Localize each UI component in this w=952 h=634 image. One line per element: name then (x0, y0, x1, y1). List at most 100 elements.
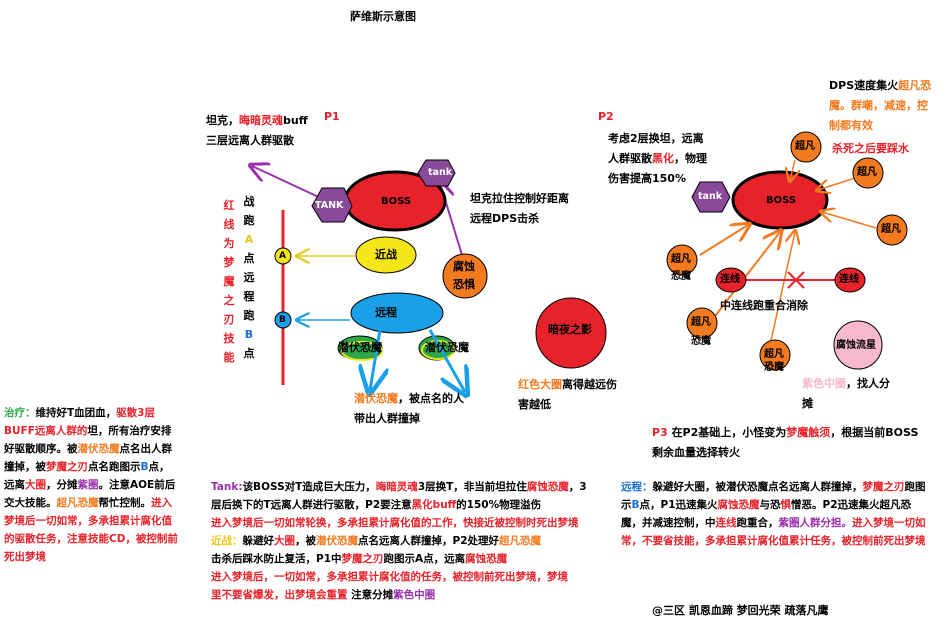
text-segment: 的驱散任务，注意技能CD，被控制前 (4, 533, 178, 545)
text-segment: B (140, 461, 149, 473)
text-segment: 帮忙控制。 (98, 497, 152, 509)
text-segment: 潜伏恐魔 (316, 535, 358, 547)
text-segment: 梦魔之刃 (862, 481, 905, 493)
chao-2-label: 超凡 (857, 167, 877, 178)
p2-tank-label: tank (698, 191, 723, 202)
tank-pull-note-1: 坦克拉住控制好距离 (470, 192, 569, 205)
text-segment: 点名跑图示 (88, 461, 141, 473)
ranged-block: 远程：躲避好大圈，被潜伏恐魔点名远离人群撞掉，梦魔之刃跑图示B点，P1迅速集火腐… (621, 478, 951, 550)
text-segment: 紫圈 (77, 479, 99, 491)
chao-6 (759, 339, 791, 371)
text-segment: 躲避好 (242, 535, 275, 547)
marker-b-label: B (279, 315, 286, 325)
text-segment: 梦境后一切如常，多承担累计腐化值 (4, 515, 172, 527)
p2-tank-hex (691, 181, 731, 213)
text-segment: 交大技能。 (4, 497, 57, 509)
text-segment: 跑图示A点，远离 (383, 553, 466, 565)
text-segment: 跑重合， (736, 517, 779, 529)
link-right-label: 连线 (839, 274, 859, 285)
text-segment: 梦魔之刃 (341, 553, 384, 565)
lurker-right-label: 潜伏恐魔 (425, 341, 469, 354)
text-segment: 腐蚀恐魔 (526, 481, 569, 493)
lurker-left-label: 潜伏恐魔 (338, 341, 382, 354)
text-segment: 里不要省爆发，出梦境会重置 (211, 589, 348, 601)
tank-block-line: 击杀后踩水防止复活，P1中梦魔之刃跑图示A点，远离腐蚀恐魔 (211, 550, 611, 568)
rot-label-2: 恐惧 (453, 278, 475, 291)
healer-line: 的驱散任务，注意技能CD，被控制前 (4, 530, 194, 548)
tank-move-arrow (252, 166, 326, 201)
ranged-label: 远程 (375, 306, 397, 319)
marker-a-circle (274, 247, 292, 265)
p1-label: P1 (324, 110, 340, 123)
text-segment: BUFF远离人群的 (4, 425, 88, 437)
text-segment: 连线 (715, 517, 737, 529)
rot-label-1: 腐蚀 (453, 260, 475, 273)
p1-tank-left-hex (311, 187, 353, 223)
text-segment: 的150%物理溢伤 (456, 499, 542, 511)
lurker-arrow-left (370, 329, 380, 390)
text-segment: 大圈 (25, 479, 46, 491)
text-segment: 黑化buff (411, 499, 457, 511)
text-segment: 示 (621, 499, 632, 511)
text-segment: B (631, 499, 640, 511)
ranged-block-line: 远程：躲避好大圈，被潜伏恐魔点名远离人群撞掉，梦魔之刃跑图 (621, 478, 951, 496)
text-segment: Tank: (211, 481, 243, 493)
text-segment: 进入 (151, 497, 172, 509)
healer-line: 远离大圈，分摊紫圈。注意AOE前后 (4, 476, 194, 494)
text-segment: 晦暗灵魂 (375, 481, 418, 493)
text-segment: 进入梦境后一切如常轮换，多承担累计腐化值的工作，快接近被控制时死出梦境 (211, 517, 579, 529)
tank-pull-note-2: 远程DPS击杀 (470, 212, 540, 225)
healer-line: 梦境后一切如常，多承担累计腐化值 (4, 512, 194, 530)
text-segment: 点名远离人群撞掉，P2处理好 (358, 535, 500, 547)
ranged-block-line: 示B点，P1迅速集火腐蚀恐魔与恐惧憎恶。P2迅速集火超凡恐 (621, 496, 951, 514)
link-left-label: 连线 (720, 274, 740, 285)
dps-note-4: 杀死之后要踩水 (832, 142, 909, 155)
dps-note-3: 制都有效 (829, 119, 873, 132)
text-segment: ， (295, 535, 306, 547)
lurker-note-1: 潜伏恐魔，被点名的人 (354, 392, 464, 405)
text-segment: 死出梦境 (4, 551, 46, 563)
p1-tank-note: 坦克，晦暗灵魂buff (206, 114, 308, 127)
rot-meteor-circle (833, 320, 883, 370)
link-note: 中连线跑重合消除 (720, 299, 808, 312)
p2-note-1: 考虑2层换坦，远离 (608, 132, 704, 145)
chao-4 (666, 244, 698, 276)
text-segment: 与恐 (759, 499, 781, 511)
text-segment: 点，P1迅速集火 (639, 499, 718, 511)
purple-note-2: 摊 (802, 397, 813, 410)
text-segment: 坦，所有治疗安排 (87, 425, 172, 437)
text-segment: 。注意AOE前后 (98, 479, 176, 491)
lurker-note-2: 带出人群撞掉 (354, 412, 420, 425)
tank-block-line: 进入梦境后，一切如常，多承担累计腐化值的任务，被控制前死出梦境，梦境 (211, 568, 611, 586)
text-segment: 远程： (621, 481, 653, 493)
text-segment: 点， (148, 461, 170, 473)
text-segment: 憎恶。P2迅速集火超凡恐 (791, 499, 912, 511)
marker-a-label: A (279, 251, 286, 261)
purple-note-1: 紫色中圈，找人分 (802, 377, 890, 390)
chao-2 (852, 157, 884, 189)
p2-label: P2 (598, 110, 614, 123)
tank-block-line: 层后换下的T远离人群进行驱散，P2要注意黑化buff的150%物理溢伤 (211, 496, 611, 514)
shadow-circle (535, 297, 607, 369)
healer-line: 好驱散顺序。被潜伏恐魔点名出人群 (4, 440, 194, 458)
rot-meteor-label: 腐蚀流星 (836, 340, 876, 351)
dps-note-1: DPS速度集火超凡恐 (829, 79, 932, 92)
text-segment: 好驱散顺序。被 (4, 443, 78, 455)
chao-6-fear: 恐魔 (764, 362, 784, 373)
p1-tank-left-label: TANK (315, 200, 344, 211)
healer-line: 治疗：维持好T血团血，驱散3层 (4, 404, 194, 422)
text-segment: 超凡恐魔 (499, 535, 542, 547)
shadow-note-1: 红色大圈离得越远伤 (518, 378, 617, 391)
text-segment: 被 (305, 535, 317, 547)
signature: @三区 凯恩血蹄 梦回光荣 疏落凡鹰 (652, 604, 829, 617)
p2-note-2: 人群驱散黑化，物理 (608, 152, 707, 165)
chao-4-fear: 恐魔 (671, 271, 691, 282)
chao-5-fear: 恐魔 (691, 336, 711, 347)
rot-fear-circle (442, 253, 488, 299)
text-segment: 腐蚀恐魔 (465, 553, 508, 565)
text-segment: 远离 (4, 479, 25, 491)
ranged-block-line: 常，不要省技能，多承担累计腐化值累计任务，被控制前死出梦境 (621, 532, 951, 550)
text-segment: 治疗： (4, 407, 36, 419)
text-segment: ，3 (568, 481, 587, 493)
ranged-block-line: 魔，并减速控制，中连线跑重合，紫圈人群分担。进入梦境一切如 (621, 514, 951, 532)
